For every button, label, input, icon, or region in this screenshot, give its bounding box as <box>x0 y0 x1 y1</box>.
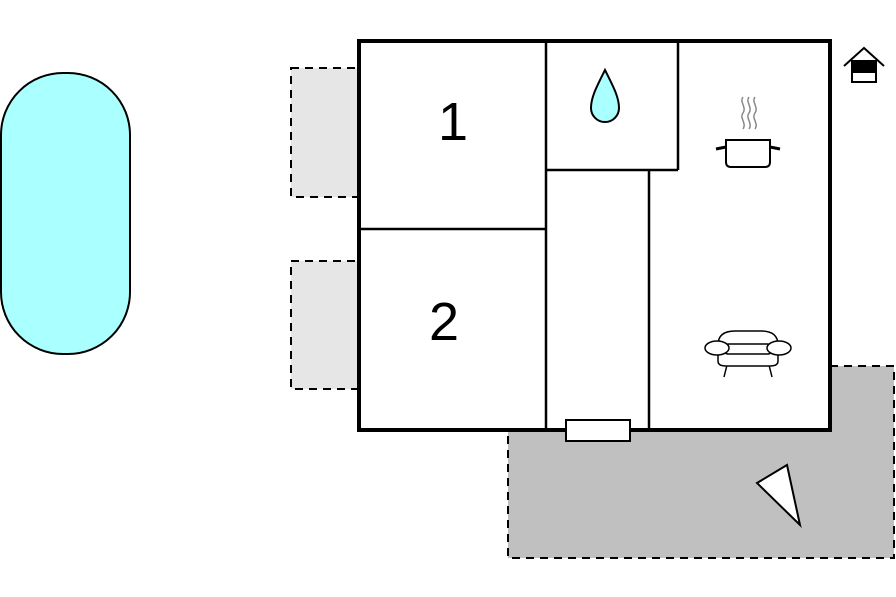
cooking-pot-icon <box>715 96 781 168</box>
sofa-icon <box>704 330 792 378</box>
room-label-2: 2 <box>429 292 459 352</box>
water-drop-icon <box>589 67 621 123</box>
north-arrow-icon <box>755 463 802 529</box>
interior-walls <box>359 41 680 430</box>
balcony-upper <box>290 67 360 198</box>
balcony-lower <box>290 260 360 390</box>
pool-icon <box>0 72 131 355</box>
room-label-1: 1 <box>438 92 468 152</box>
entrance-door-icon <box>565 419 631 442</box>
house-icon <box>843 46 885 83</box>
